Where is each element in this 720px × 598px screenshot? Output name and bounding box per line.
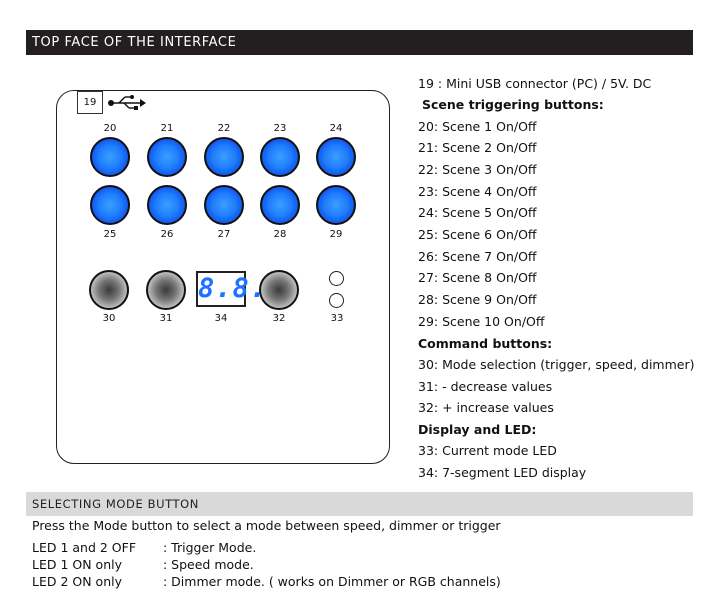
button-number-29: 29 (329, 229, 343, 240)
scene-button-26[interactable] (147, 185, 187, 225)
legend-item-19: 19 : Mini USB connector (PC) / 5V. DC (418, 76, 652, 91)
mode-key-1: LED 1 and 2 OFF (32, 540, 137, 555)
button-number-20: 20 (103, 123, 117, 134)
legend-item-23: 23: Scene 4 On/Off (418, 184, 537, 199)
scene-button-29[interactable] (316, 185, 356, 225)
scene-button-24[interactable] (316, 137, 356, 177)
legend-item-32: 32: + increase values (418, 400, 554, 415)
mode-value-3: : Dimmer mode. ( works on Dimmer or RGB … (163, 574, 501, 589)
button-number-30: 30 (102, 313, 116, 324)
scene-button-27[interactable] (204, 185, 244, 225)
button-number-25: 25 (103, 229, 117, 240)
scene-button-21[interactable] (147, 137, 187, 177)
legend-item-20: 20: Scene 1 On/Off (418, 119, 537, 134)
scene-button-28[interactable] (260, 185, 300, 225)
legend-item-31: 31: - decrease values (418, 379, 553, 394)
button-number-24: 24 (329, 123, 343, 134)
legend-item-24: 24: Scene 5 On/Off (418, 205, 537, 220)
scene-button-25[interactable] (90, 185, 130, 225)
legend-heading-command: Command buttons: (418, 336, 553, 351)
scene-button-23[interactable] (260, 137, 300, 177)
button-number-22: 22 (217, 123, 231, 134)
seven-segment-display: 8.8. (196, 271, 266, 307)
device-panel (56, 90, 390, 464)
usb-icon (108, 95, 146, 110)
legend-heading-display: Display and LED: (418, 422, 537, 437)
button-number-26: 26 (160, 229, 174, 240)
mode-value-2: : Speed mode. (163, 557, 254, 572)
mode-led-2 (329, 293, 344, 308)
mode-button-30[interactable] (89, 270, 129, 310)
legend-item-21: 21: Scene 2 On/Off (418, 140, 537, 155)
legend-item-26: 26: Scene 7 On/Off (418, 249, 537, 264)
legend-item-25: 25: Scene 6 On/Off (418, 227, 537, 242)
legend-item-30: 30: Mode selection (trigger, speed, dimm… (418, 357, 695, 372)
increase-button-32[interactable] (259, 270, 299, 310)
scene-button-20[interactable] (90, 137, 130, 177)
scene-button-22[interactable] (204, 137, 244, 177)
section-title: TOP FACE OF THE INTERFACE (32, 35, 237, 50)
legend-item-29: 29: Scene 10 On/Off (418, 314, 545, 329)
section-header-top-face: TOP FACE OF THE INTERFACE (26, 30, 693, 55)
legend-item-27: 27: Scene 8 On/Off (418, 270, 537, 285)
display-number-34: 34 (214, 313, 228, 324)
mode-intro-text: Press the Mode button to select a mode b… (32, 518, 501, 533)
legend-item-22: 22: Scene 3 On/Off (418, 162, 537, 177)
mode-key-2: LED 1 ON only (32, 557, 122, 572)
section-header-mode-button: SELECTING MODE BUTTON (26, 492, 693, 516)
button-number-28: 28 (273, 229, 287, 240)
button-number-23: 23 (273, 123, 287, 134)
legend-item-34: 34: 7-segment LED display (418, 465, 587, 480)
button-number-21: 21 (160, 123, 174, 134)
usb-connector-label: 19 (77, 91, 103, 114)
button-number-27: 27 (217, 229, 231, 240)
decrease-button-31[interactable] (146, 270, 186, 310)
mode-value-1: : Trigger Mode. (163, 540, 257, 555)
section-title: SELECTING MODE BUTTON (32, 497, 200, 511)
legend-item-33: 33: Current mode LED (418, 443, 557, 458)
button-number-32: 32 (272, 313, 286, 324)
led-number-33: 33 (330, 313, 344, 324)
legend-item-28: 28: Scene 9 On/Off (418, 292, 537, 307)
mode-key-3: LED 2 ON only (32, 574, 122, 589)
button-number-31: 31 (159, 313, 173, 324)
legend-heading-scene: Scene triggering buttons: (422, 97, 604, 112)
mode-led-1 (329, 271, 344, 286)
